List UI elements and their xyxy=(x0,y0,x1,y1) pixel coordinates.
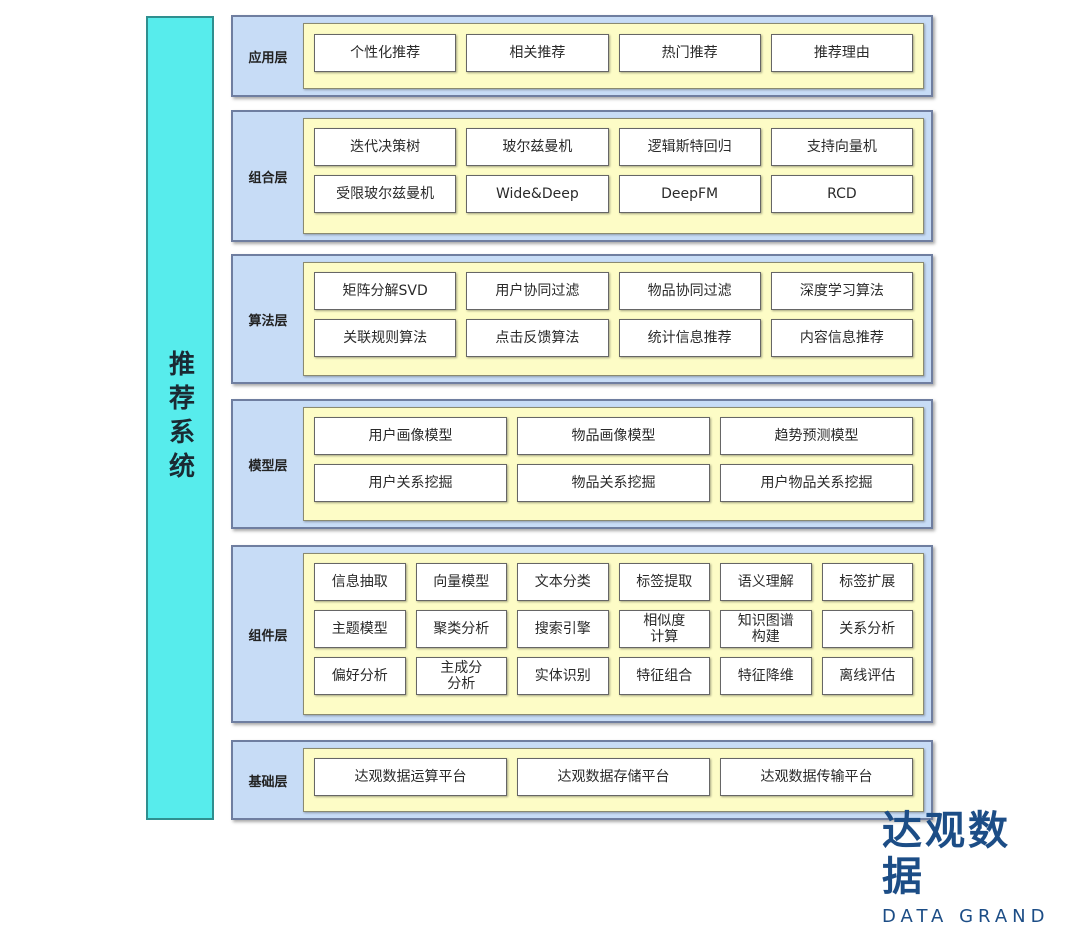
layer-content-panel: 个性化推荐相关推荐热门推荐推荐理由 xyxy=(303,23,924,89)
module-box: 标签扩展 xyxy=(821,563,913,601)
module-box: 信息抽取 xyxy=(314,563,406,601)
layer-component: 组件层信息抽取向量模型文本分类标签提取语义理解标签扩展主题模型聚类分析搜索引擎相… xyxy=(231,545,933,723)
module-box: 支持向量机 xyxy=(770,128,913,166)
module-box: 玻尔兹曼机 xyxy=(466,128,609,166)
layer-label: 应用层 xyxy=(248,50,288,66)
module-box: 物品画像模型 xyxy=(517,417,710,455)
recommendation-system-bar: 推荐系统 xyxy=(146,16,214,820)
layer-label: 组件层 xyxy=(248,628,288,644)
data-grand-logo: 达观数据 DATA GRAND xyxy=(882,808,1052,927)
layer-label: 算法层 xyxy=(248,313,288,329)
logo-english-text: DATA GRAND xyxy=(882,906,1050,927)
module-box: 相关推荐 xyxy=(466,34,609,72)
module-box: 主成分 分析 xyxy=(415,657,507,695)
module-box: 统计信息推荐 xyxy=(618,319,761,357)
module-box: 用户协同过滤 xyxy=(466,272,609,310)
module-box: 相似度 计算 xyxy=(618,610,710,648)
module-box: 达观数据运算平台 xyxy=(314,758,507,796)
module-box: 用户画像模型 xyxy=(314,417,507,455)
side-title: 推荐系统 xyxy=(164,350,195,486)
module-box: 达观数据存储平台 xyxy=(517,758,710,796)
module-box: 搜索引擎 xyxy=(517,610,609,648)
layer-content-panel: 用户画像模型物品画像模型趋势预测模型用户关系挖掘物品关系挖掘用户物品关系挖掘 xyxy=(303,407,924,521)
module-box: RCD xyxy=(770,175,913,213)
layer-label: 组合层 xyxy=(248,170,288,186)
module-box: 热门推荐 xyxy=(618,34,761,72)
module-box: 物品关系挖掘 xyxy=(517,464,710,502)
module-box: 趋势预测模型 xyxy=(720,417,913,455)
module-box: 迭代决策树 xyxy=(314,128,457,166)
module-box: 主题模型 xyxy=(314,610,406,648)
layer-content-panel: 信息抽取向量模型文本分类标签提取语义理解标签扩展主题模型聚类分析搜索引擎相似度 … xyxy=(303,553,924,715)
module-box: 特征降维 xyxy=(720,657,812,695)
module-box: 聚类分析 xyxy=(415,610,507,648)
module-box: 离线评估 xyxy=(821,657,913,695)
module-box: 文本分类 xyxy=(517,563,609,601)
module-box: 语义理解 xyxy=(720,563,812,601)
module-box: DeepFM xyxy=(618,175,761,213)
layer-model: 模型层用户画像模型物品画像模型趋势预测模型用户关系挖掘物品关系挖掘用户物品关系挖… xyxy=(231,399,933,529)
module-box: 个性化推荐 xyxy=(314,34,457,72)
module-box: 受限玻尔兹曼机 xyxy=(314,175,457,213)
module-box: 用户物品关系挖掘 xyxy=(720,464,913,502)
layer-content-panel: 达观数据运算平台达观数据存储平台达观数据传输平台 xyxy=(303,748,924,812)
module-box: Wide&Deep xyxy=(466,175,609,213)
module-box: 关系分析 xyxy=(821,610,913,648)
layer-base: 基础层达观数据运算平台达观数据存储平台达观数据传输平台 xyxy=(231,740,933,820)
layer-application: 应用层个性化推荐相关推荐热门推荐推荐理由 xyxy=(231,15,933,97)
module-box: 矩阵分解SVD xyxy=(314,272,457,310)
module-box: 实体识别 xyxy=(517,657,609,695)
module-box: 内容信息推荐 xyxy=(770,319,913,357)
module-box: 达观数据传输平台 xyxy=(720,758,913,796)
layer-label: 基础层 xyxy=(248,774,288,790)
module-box: 知识图谱 构建 xyxy=(720,610,812,648)
module-box: 推荐理由 xyxy=(770,34,913,72)
layer-label: 模型层 xyxy=(248,458,288,474)
module-box: 物品协同过滤 xyxy=(618,272,761,310)
module-box: 深度学习算法 xyxy=(770,272,913,310)
module-box: 特征组合 xyxy=(618,657,710,695)
module-box: 用户关系挖掘 xyxy=(314,464,507,502)
logo-chinese-text: 达观数据 xyxy=(882,808,1011,900)
module-box: 点击反馈算法 xyxy=(466,319,609,357)
module-box: 偏好分析 xyxy=(314,657,406,695)
module-box: 逻辑斯特回归 xyxy=(618,128,761,166)
module-box: 向量模型 xyxy=(415,563,507,601)
module-box: 标签提取 xyxy=(618,563,710,601)
module-box: 关联规则算法 xyxy=(314,319,457,357)
